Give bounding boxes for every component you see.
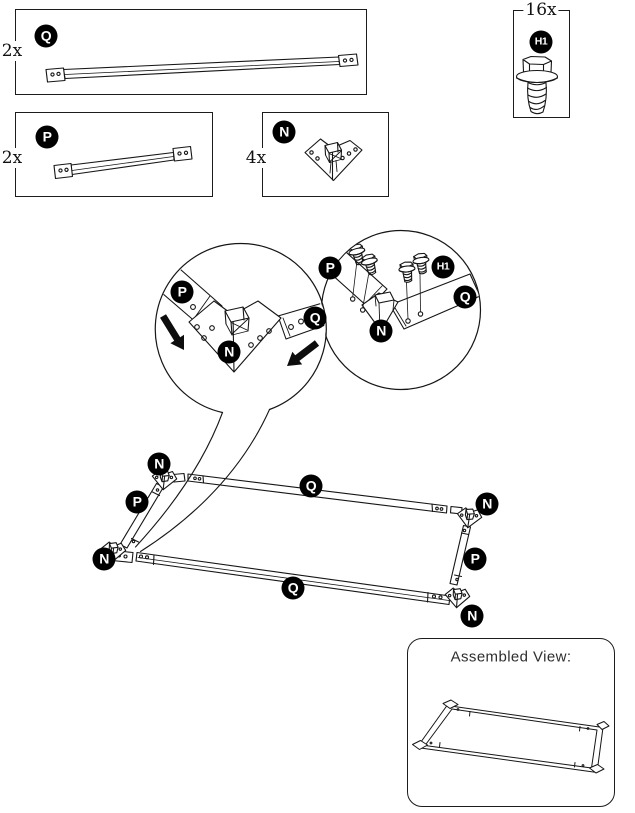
quantity-h1: 16x xyxy=(523,0,559,20)
quantity-q: 2x xyxy=(0,41,25,61)
p-rail-drawing xyxy=(53,145,193,180)
assembled-view-drawing xyxy=(412,699,610,774)
callout-frame-q-bottom: Q xyxy=(281,576,305,600)
h1-bolt-drawing xyxy=(515,55,559,115)
callout-part-n: N xyxy=(272,120,296,144)
callout-frame-n-bottom-right: N xyxy=(460,604,484,628)
detail-bubble-right xyxy=(320,229,482,391)
quantity-p: 2x xyxy=(0,148,25,168)
callout-detail-right-n: N xyxy=(369,319,393,343)
n-bracket-drawing xyxy=(304,138,363,182)
part-box-q xyxy=(15,9,367,95)
callout-frame-q-top: Q xyxy=(299,474,323,498)
callout-frame-p-left: P xyxy=(125,490,149,514)
slide-arrow-right xyxy=(287,340,320,366)
callout-detail-right-h1: H1 xyxy=(431,255,455,279)
callout-frame-n-top-right: N xyxy=(475,492,499,516)
callout-part-p: P xyxy=(35,125,59,149)
callout-part-h1: H1 xyxy=(529,30,553,54)
q-rail-drawing xyxy=(45,53,359,83)
callout-frame-n-top-left: N xyxy=(147,452,171,476)
callout-detail-right-q: Q xyxy=(453,285,477,309)
quantity-n: 4x xyxy=(243,148,269,168)
assembled-view-title: Assembled View: xyxy=(450,648,572,666)
detail-bubble-left xyxy=(134,242,327,553)
callout-frame-p-right: P xyxy=(463,547,487,571)
callout-detail-left-q: Q xyxy=(303,306,327,330)
callout-detail-left-p: P xyxy=(170,280,194,304)
callout-part-q: Q xyxy=(34,24,58,48)
callout-detail-right-p: P xyxy=(318,256,342,280)
slide-arrow-left xyxy=(160,314,184,350)
callout-frame-n-bottom-left: N xyxy=(92,547,116,571)
callout-detail-left-n: N xyxy=(217,340,241,364)
